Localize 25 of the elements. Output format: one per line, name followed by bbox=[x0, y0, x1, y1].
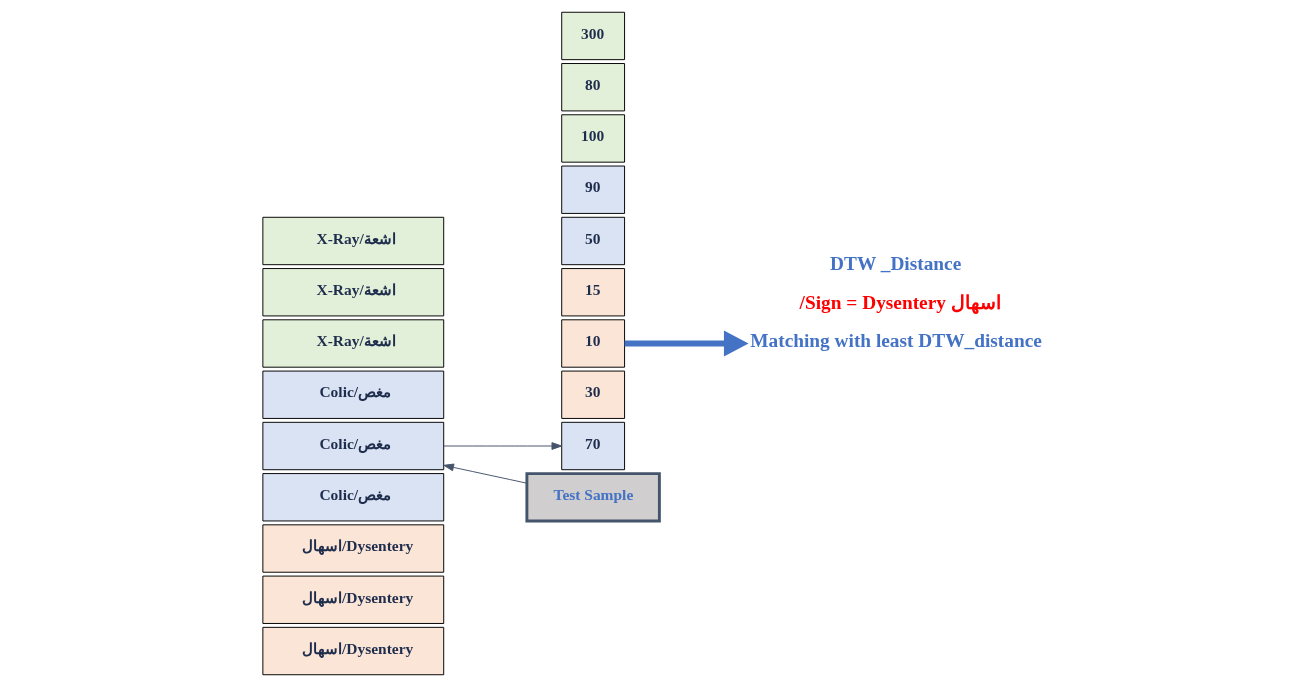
node-box: 70 bbox=[561, 421, 626, 471]
node-box: 30 bbox=[561, 370, 626, 419]
label: /Sign = Dysentery اسهال bbox=[799, 291, 1001, 313]
node-box: 90 bbox=[561, 165, 626, 214]
node-box: اسهال/Dysentery bbox=[262, 524, 445, 573]
arrow bbox=[443, 442, 563, 450]
node-box: اسهال/Dysentery bbox=[262, 626, 445, 676]
node-box: 15 bbox=[561, 268, 626, 317]
node-box: X-Ray/اشعة bbox=[262, 319, 445, 368]
node-box: Colic/مغص bbox=[262, 473, 445, 522]
node-text: Matching with least DTW_distance bbox=[750, 330, 1042, 352]
node-box: Colic/مغص bbox=[262, 370, 445, 419]
label: DTW _Distance bbox=[830, 253, 962, 274]
node-box: 10 bbox=[561, 319, 626, 368]
node-box: 50 bbox=[561, 216, 626, 266]
node-box: X-Ray/اشعة bbox=[262, 216, 445, 266]
node-box: 100 bbox=[561, 114, 626, 163]
node-box: اسهال/Dysentery bbox=[262, 575, 445, 624]
node-box: 80 bbox=[561, 63, 626, 112]
arrow bbox=[624, 330, 749, 357]
node-box: X-Ray/اشعة bbox=[262, 268, 445, 317]
node-box: Test Sample bbox=[525, 472, 661, 523]
node-box: 300 bbox=[561, 11, 626, 61]
arrow bbox=[443, 463, 528, 484]
node-box: Colic/مغص bbox=[262, 421, 445, 471]
